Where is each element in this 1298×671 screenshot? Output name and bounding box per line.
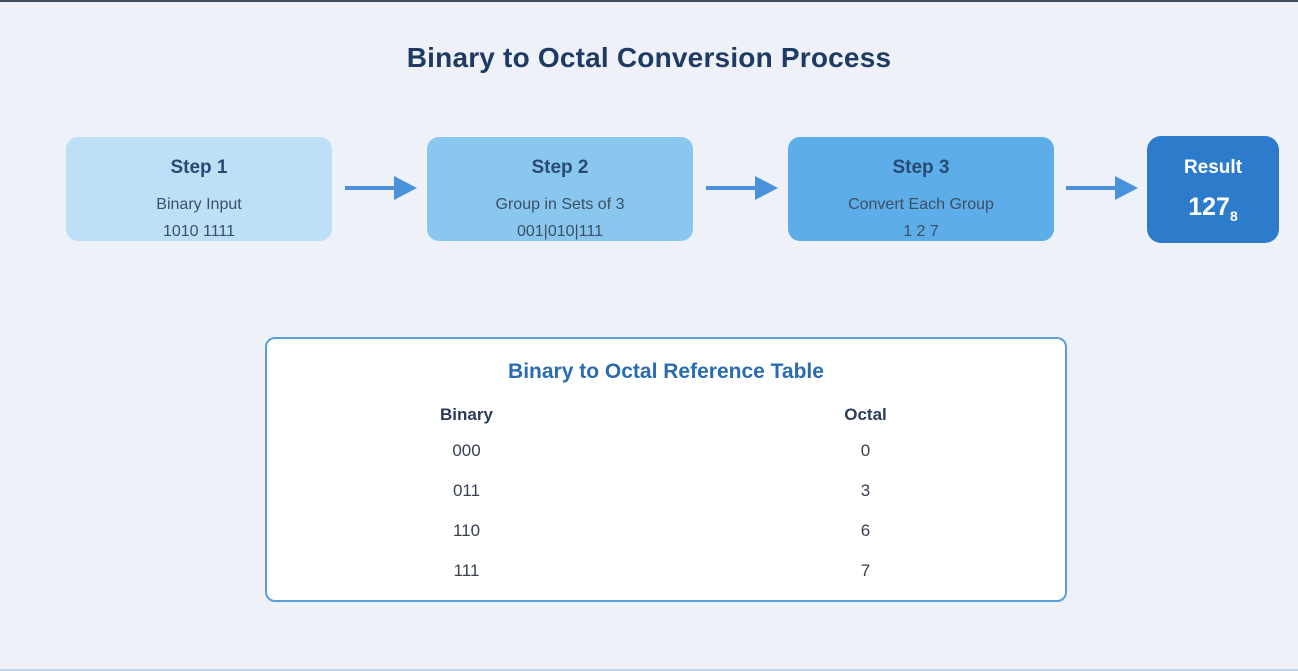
step-1-box: Step 1 Binary Input 1010 1111 bbox=[66, 137, 332, 241]
binary-cell: 000 bbox=[452, 441, 481, 460]
table-row: 111 7 bbox=[267, 551, 1065, 591]
table-row: 000 0 bbox=[267, 431, 1065, 471]
table-row: 110 6 bbox=[267, 511, 1065, 551]
step-3-box: Step 3 Convert Each Group 1 2 7 bbox=[788, 137, 1054, 241]
binary-cell: 111 bbox=[453, 561, 480, 580]
step-2-box: Step 2 Group in Sets of 3 001|010|111 bbox=[427, 137, 693, 241]
top-edge-divider bbox=[0, 0, 1298, 2]
arrow-right-icon bbox=[345, 176, 417, 200]
binary-cell: 011 bbox=[452, 481, 481, 500]
result-base-subscript: 8 bbox=[1229, 208, 1238, 224]
bottom-edge-divider bbox=[0, 669, 1298, 671]
column-header-binary: Binary bbox=[440, 405, 493, 424]
step-1-title: Step 1 bbox=[170, 157, 228, 178]
step-1-description: Binary Input bbox=[156, 196, 242, 213]
octal-cell: 7 bbox=[860, 561, 871, 580]
step-3-description: Convert Each Group bbox=[848, 196, 994, 213]
step-3-title: Step 3 bbox=[892, 157, 950, 178]
octal-cell: 6 bbox=[860, 521, 871, 540]
step-3-value: 1 2 7 bbox=[903, 223, 939, 240]
step-2-title: Step 2 bbox=[531, 157, 589, 178]
arrow-right-icon bbox=[1066, 176, 1138, 200]
octal-cell: 3 bbox=[860, 481, 871, 500]
reference-table-card: Binary to Octal Reference Table Binary O… bbox=[265, 337, 1067, 602]
column-header-octal: Octal bbox=[844, 405, 887, 424]
table-row: 011 3 bbox=[267, 471, 1065, 511]
arrow-right-icon bbox=[706, 176, 778, 200]
step-2-value: 001|010|111 bbox=[516, 223, 604, 240]
reference-table-title: Binary to Octal Reference Table bbox=[508, 360, 824, 383]
binary-cell: 110 bbox=[452, 521, 481, 540]
result-title: Result bbox=[1183, 157, 1243, 178]
reference-table: Binary Octal 000 0 011 3 110 6 111 7 bbox=[267, 399, 1065, 591]
page-title: Binary to Octal Conversion Process bbox=[406, 42, 892, 73]
step-2-description: Group in Sets of 3 bbox=[495, 196, 625, 213]
result-value: 1278 bbox=[1147, 193, 1279, 224]
step-1-value: 1010 1111 bbox=[162, 223, 236, 240]
result-number: 127 bbox=[1188, 193, 1230, 221]
octal-cell: 0 bbox=[860, 441, 871, 460]
table-header-row: Binary Octal bbox=[267, 399, 1065, 431]
result-box: Result 1278 bbox=[1147, 136, 1279, 243]
